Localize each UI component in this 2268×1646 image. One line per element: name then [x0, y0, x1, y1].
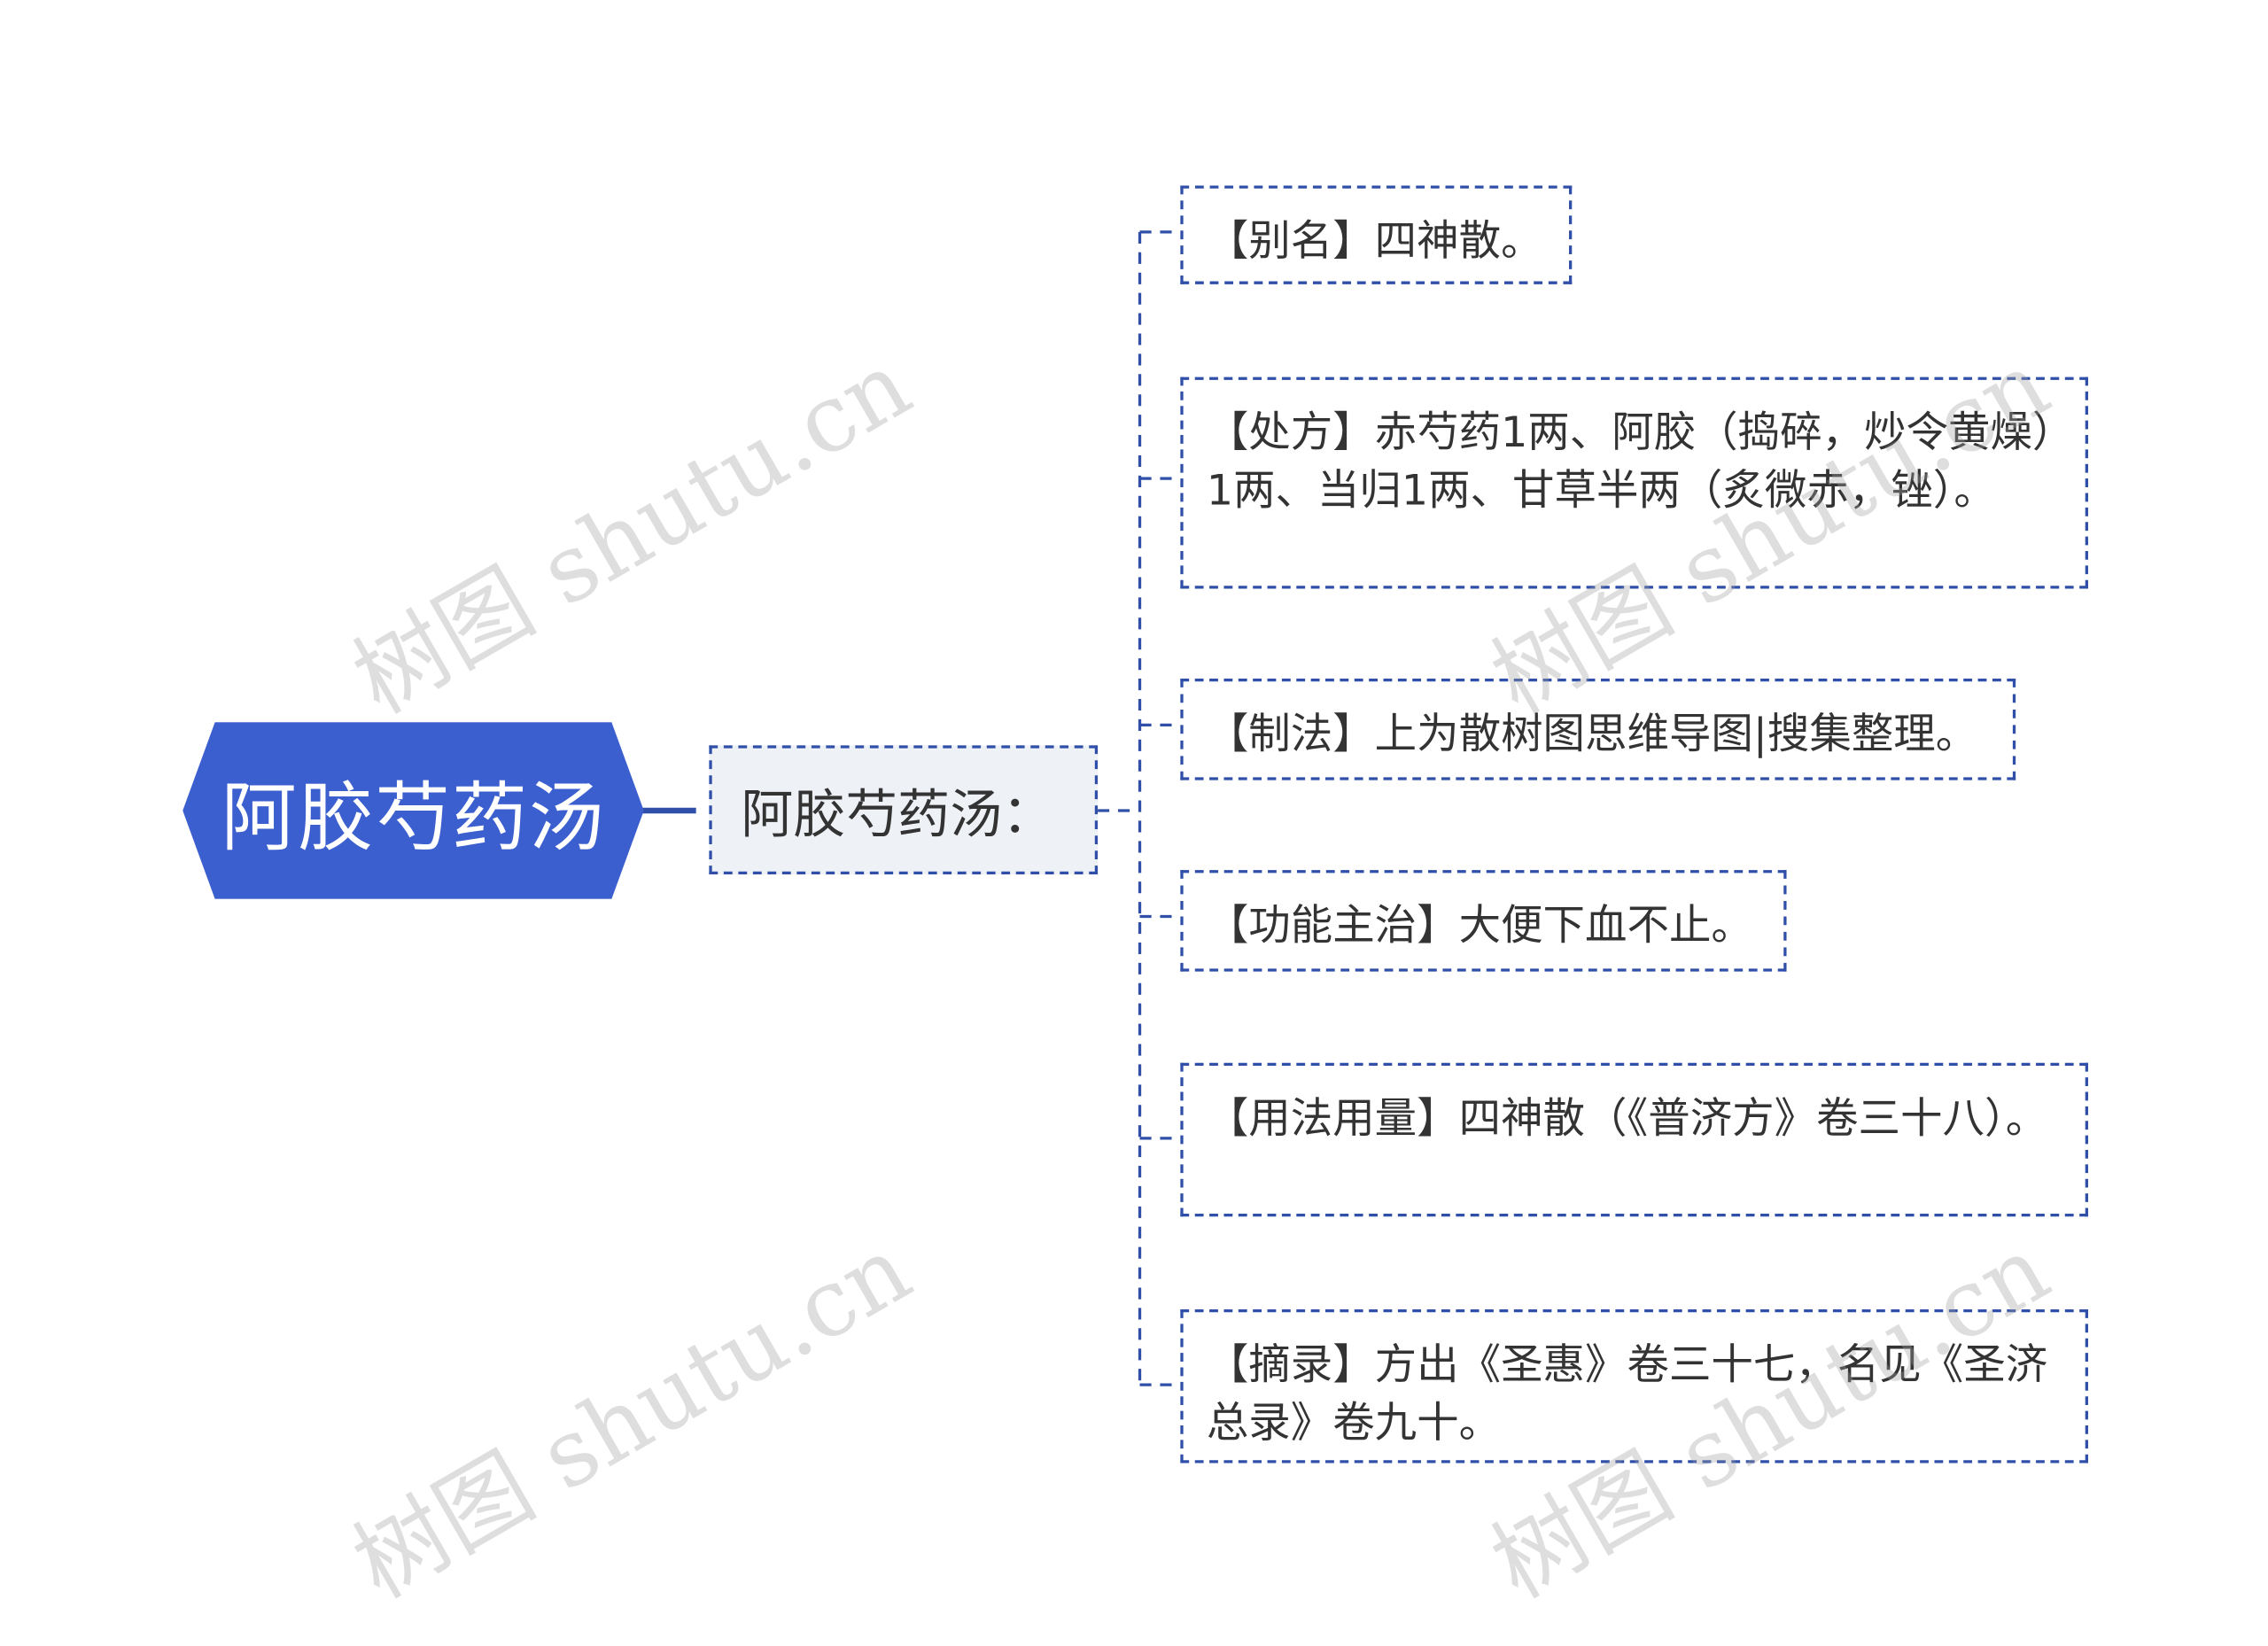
leaf-node-alias[interactable]: 【别名】四神散。 [1180, 185, 1573, 284]
leaf-node-excerpt[interactable]: 【摘录】方出《圣惠》卷三十七，名见《圣济总录》卷九十。 [1180, 1309, 2088, 1464]
branch-node[interactable]: 阿胶芍药汤： [709, 745, 1099, 874]
root-node[interactable]: 阿胶芍药汤 [183, 722, 644, 899]
leaf-node-indications[interactable]: 【功能主治】大便下血不止。 [1180, 870, 1787, 972]
leaf-node-preparation[interactable]: 【制法】上为散树图思维导图|搜集整理。 [1180, 679, 2016, 780]
leaf-connectors [1139, 230, 1181, 1386]
branch-trunk-line [1098, 231, 1142, 1386]
leaf-node-prescription[interactable]: 【处方】赤芍药1两、阿胶（捣碎，炒令黄燥）1两、当归1两、甘草半两（炙微赤，锉）… [1180, 377, 2088, 589]
leaf-node-usage[interactable]: 【用法用量】四神散（《普济方》卷三十八）。 [1180, 1062, 2088, 1217]
